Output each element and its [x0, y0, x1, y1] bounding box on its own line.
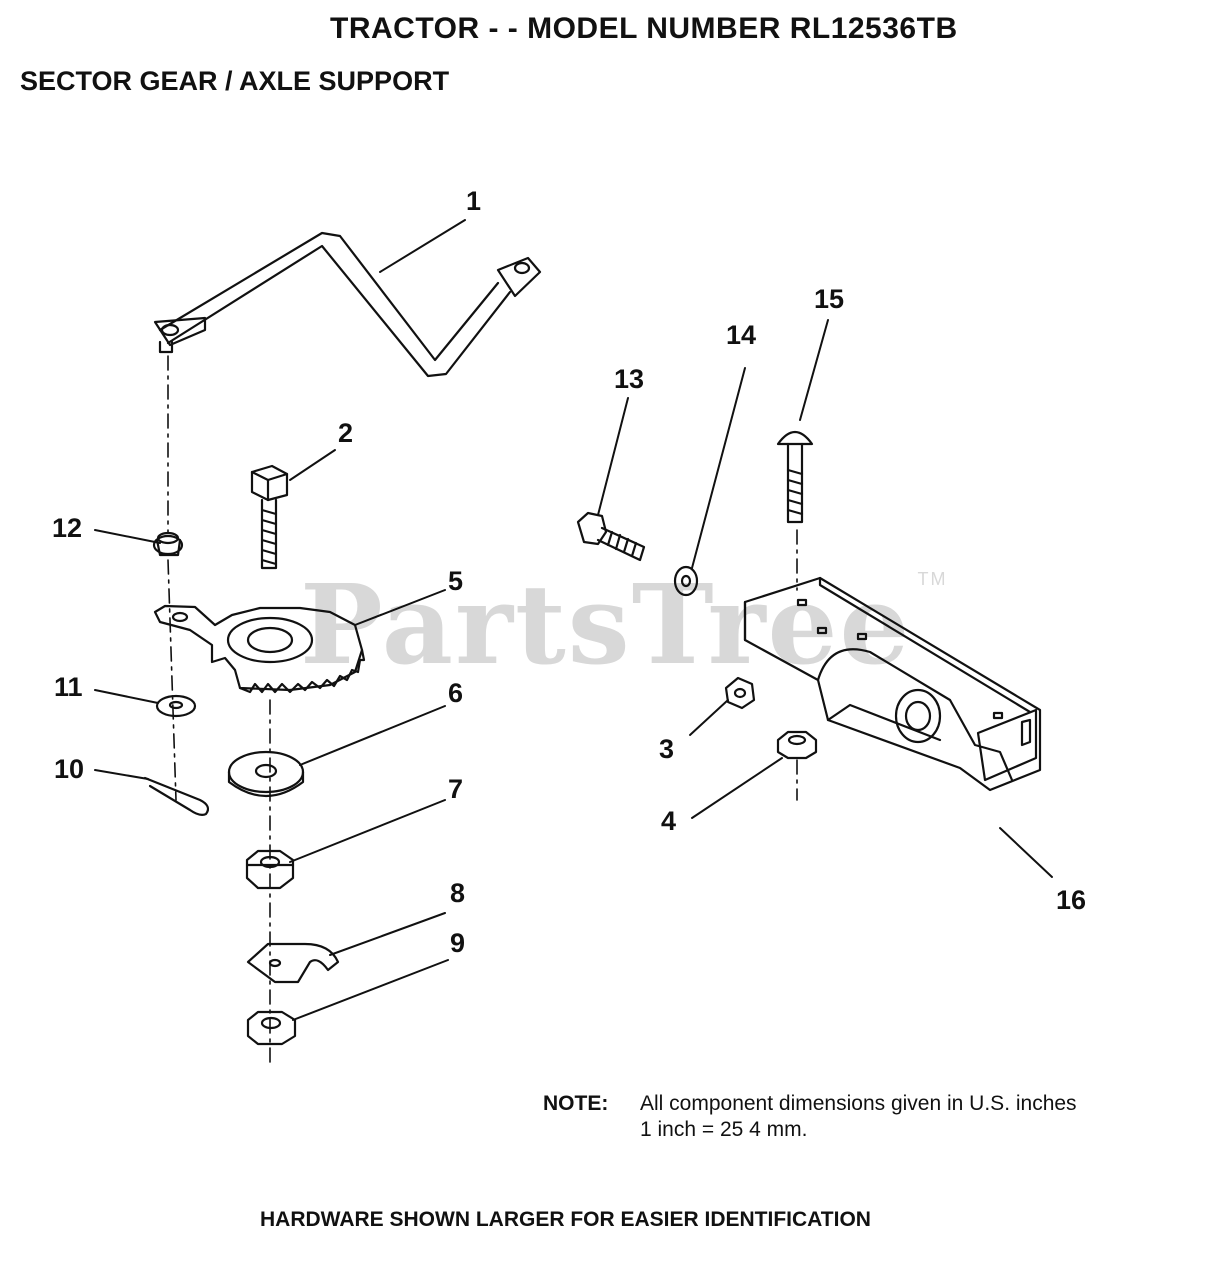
callout-14: 14 — [726, 320, 757, 350]
part-1-drag-link — [153, 231, 542, 378]
note-line-1: All component dimensions given in U.S. i… — [640, 1092, 1077, 1115]
part-5-sector-gear — [153, 604, 366, 694]
callout-12: 12 — [52, 513, 83, 543]
part-16-axle-support — [743, 576, 1042, 792]
note-label: NOTE: — [543, 1092, 609, 1115]
callout-6: 6 — [448, 678, 464, 708]
callout-5: 5 — [448, 566, 464, 596]
part-15-carriage-bolt — [776, 430, 814, 524]
part-9-hex-nut — [246, 1010, 297, 1046]
callout-2: 2 — [338, 418, 354, 448]
part-6-spacer — [227, 750, 305, 798]
part-14-washer — [673, 565, 699, 597]
part-13-bolt — [576, 511, 646, 562]
callout-11: 11 — [54, 672, 83, 702]
part-12-flange-nut — [152, 531, 184, 557]
part-11-washer — [155, 694, 197, 718]
footer-text: HARDWARE SHOWN LARGER FOR EASIER IDENTIF… — [260, 1208, 871, 1231]
callout-9: 9 — [450, 928, 466, 958]
callout-3: 3 — [659, 734, 675, 764]
leader-lines — [94, 219, 1053, 1021]
part-2-shoulder-bolt — [250, 464, 289, 570]
callout-4: 4 — [661, 806, 677, 836]
assembly-centerlines — [167, 355, 798, 1069]
callout-15: 15 — [814, 284, 845, 314]
callout-1: 1 — [466, 186, 482, 216]
note-line-2: 1 inch = 25 4 mm. — [640, 1118, 808, 1141]
callout-7: 7 — [448, 774, 464, 804]
part-10-cotter-pin — [143, 776, 210, 816]
callout-8: 8 — [450, 878, 466, 908]
part-8-clamp — [246, 942, 340, 984]
part-3-nut — [724, 676, 756, 710]
callout-16: 16 — [1056, 885, 1087, 915]
callout-13: 13 — [614, 364, 645, 394]
diagram-title: TRACTOR - - MODEL NUMBER RL12536TB — [330, 12, 958, 45]
callout-10: 10 — [54, 754, 85, 784]
diagram-subtitle: SECTOR GEAR / AXLE SUPPORT — [20, 66, 450, 96]
part-4-nut — [776, 730, 818, 760]
